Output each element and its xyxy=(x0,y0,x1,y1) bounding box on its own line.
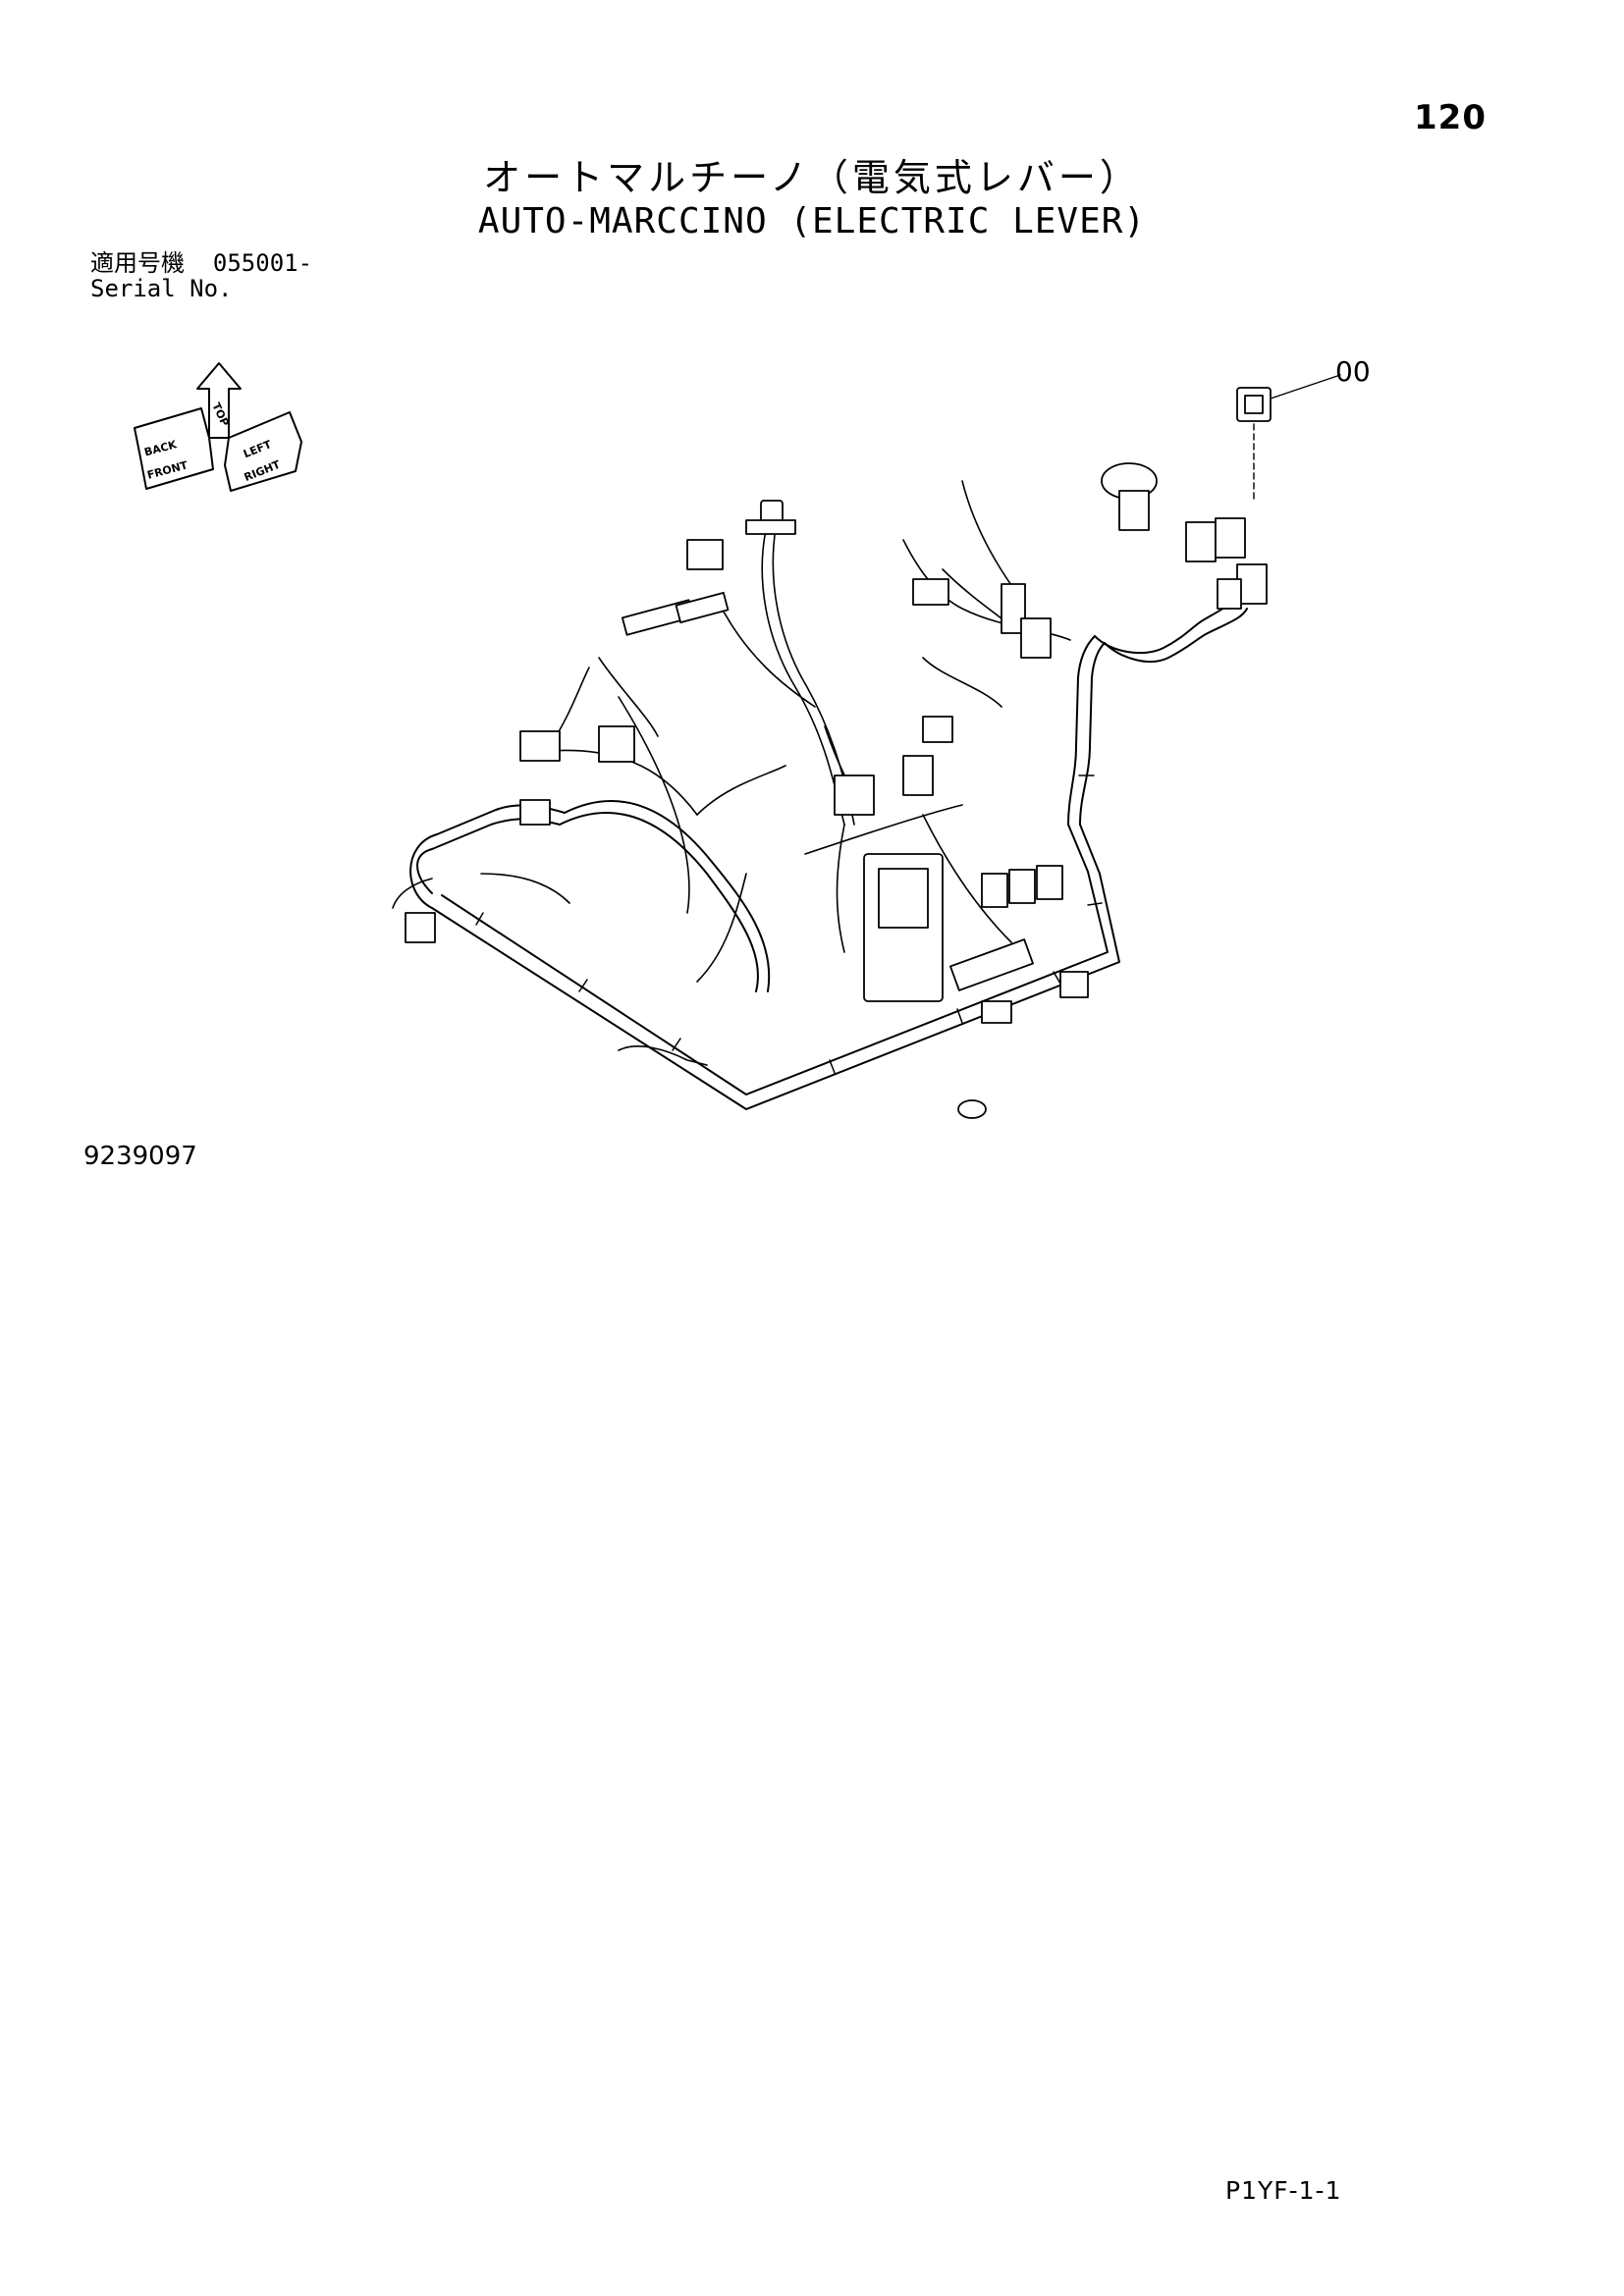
serial-block: 適用号機 055001- Serial No. xyxy=(90,250,312,301)
wiring-harness-diagram xyxy=(392,374,1341,1119)
serial-row: 適用号機 055001- xyxy=(90,250,312,276)
callout-00: 00 xyxy=(1335,355,1371,388)
sheet-id: P1YF-1-1 xyxy=(1225,2176,1342,2205)
title-japanese: オートマルチーノ（電気式レバー） xyxy=(483,156,1141,199)
page-number: 120 xyxy=(1414,98,1487,137)
orientation-arrow-icon: TOP BACK FRONT LEFT RIGHT xyxy=(134,362,302,492)
title-english: AUTO-MARCCINO (ELECTRIC LEVER) xyxy=(477,201,1147,241)
main-harness xyxy=(409,594,1248,1110)
serial-label-jp: 適用号機 xyxy=(90,249,185,277)
drawing-number: 9239097 xyxy=(83,1142,197,1171)
serial-label-en: Serial No. xyxy=(90,275,233,302)
serial-value: 055001- xyxy=(212,249,313,277)
